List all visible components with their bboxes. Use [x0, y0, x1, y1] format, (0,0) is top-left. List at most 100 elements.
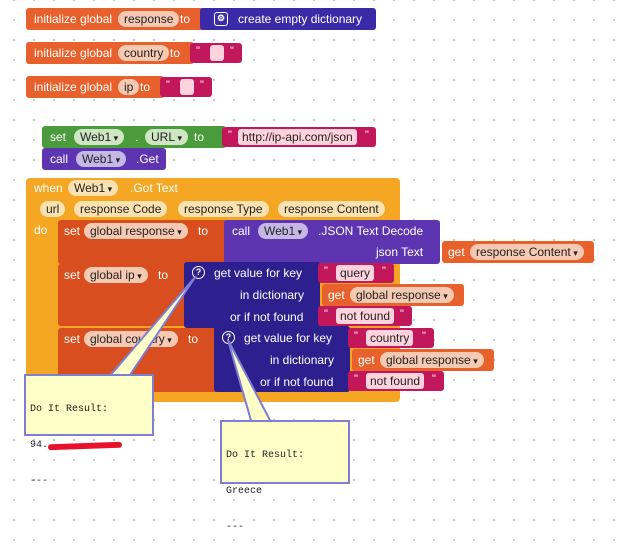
- get-global-response-block[interactable]: get global response: [352, 349, 494, 371]
- call-web1-get-block[interactable]: call Web1 .Get: [42, 148, 166, 170]
- component-dropdown[interactable]: Web1: [76, 151, 127, 167]
- set-keyword: set: [64, 224, 81, 238]
- to-label: to: [170, 46, 181, 60]
- call-keyword: call: [232, 224, 251, 238]
- call-keyword: call: [50, 152, 69, 166]
- dot-label: .: [135, 130, 139, 144]
- param-response-code[interactable]: response Code: [74, 201, 168, 217]
- variable-dropdown[interactable]: global response: [380, 352, 484, 368]
- property-dropdown[interactable]: URL: [145, 129, 189, 145]
- to-label: to: [198, 224, 209, 238]
- to-label: to: [188, 332, 199, 346]
- bubble-value: Greece: [226, 486, 263, 497]
- method-label: .Get: [136, 152, 159, 166]
- component-dropdown[interactable]: Web1: [68, 180, 119, 196]
- do-it-result-bubble-country: Do It Result: Greece ---: [220, 420, 350, 533]
- variable-name-field[interactable]: country: [118, 45, 170, 61]
- redaction-mark: [47, 441, 123, 451]
- bubble-separator: ---: [226, 522, 245, 533]
- to-label: to: [194, 130, 205, 144]
- key-string-field[interactable]: query: [336, 265, 375, 281]
- init-response-block[interactable]: initialize global response to: [26, 8, 204, 30]
- variable-dropdown[interactable]: global ip: [84, 267, 148, 283]
- set-keyword: set: [50, 130, 67, 144]
- do-keyword: do: [34, 223, 48, 237]
- bubble-title: Do It Result:: [226, 450, 305, 461]
- quote-close: ": [382, 265, 386, 277]
- set-keyword: set: [64, 268, 81, 282]
- init-country-block[interactable]: initialize global country to: [26, 42, 194, 64]
- dictionary-lookup-block[interactable]: ? get value for key in dictionary or if …: [184, 262, 320, 328]
- variable-dropdown[interactable]: response Content: [470, 244, 584, 260]
- key-string-block[interactable]: " country ": [348, 328, 434, 348]
- get-keyword: get: [328, 288, 345, 302]
- to-label: to: [140, 80, 151, 94]
- quote-close: ": [432, 373, 436, 385]
- quote-open: ": [324, 265, 328, 277]
- not-found-string-block[interactable]: " not found ": [318, 306, 412, 326]
- to-label: to: [180, 12, 191, 26]
- param-response-type[interactable]: response Type: [178, 201, 269, 217]
- quote-open: ": [354, 373, 358, 385]
- get-global-response-block[interactable]: get global response: [322, 284, 464, 306]
- dictionary-lookup-block[interactable]: ? get value for key in dictionary or if …: [214, 326, 350, 392]
- not-found-string-block[interactable]: " not found ": [348, 371, 444, 391]
- gear-icon[interactable]: ⚙: [214, 12, 228, 26]
- bubble-title: Do It Result:: [30, 404, 109, 415]
- variable-dropdown[interactable]: global response: [84, 223, 188, 239]
- set-keyword: set: [64, 332, 81, 346]
- empty-string-field[interactable]: [210, 45, 224, 61]
- variable-name-field[interactable]: ip: [118, 79, 140, 95]
- get-value-label: get value for key: [244, 331, 333, 345]
- quote-close: ": [400, 308, 404, 320]
- quote-close: ": [365, 129, 369, 141]
- get-keyword: get: [358, 353, 375, 367]
- variable-name-field[interactable]: response: [118, 11, 180, 27]
- event-name-label: .Got Text: [130, 181, 178, 195]
- init-ip-block[interactable]: initialize global ip to: [26, 76, 164, 98]
- get-value-label: get value for key: [214, 266, 303, 280]
- variable-dropdown[interactable]: global response: [350, 287, 454, 303]
- quote-open: ": [228, 129, 232, 141]
- component-dropdown[interactable]: Web1: [74, 129, 125, 145]
- get-keyword: get: [448, 245, 465, 259]
- quote-open: ": [196, 45, 200, 57]
- do-it-result-bubble-ip: Do It Result: 94. ---: [24, 374, 154, 487]
- key-string-block[interactable]: " query ": [318, 263, 394, 283]
- key-string-field[interactable]: country: [366, 330, 414, 346]
- method-label: .JSON Text Decode: [318, 224, 424, 238]
- set-web1-url-block[interactable]: set Web1 . URL to: [42, 126, 226, 148]
- create-empty-dictionary-block[interactable]: ⚙ create empty dictionary: [200, 8, 376, 30]
- not-found-string-field[interactable]: not found: [366, 373, 425, 389]
- quote-open: ": [166, 79, 170, 91]
- when-keyword: when: [34, 181, 63, 195]
- dictionary-label: create empty dictionary: [238, 12, 363, 26]
- param-response-content[interactable]: response Content: [278, 201, 385, 217]
- empty-string-block[interactable]: " ": [160, 77, 212, 97]
- url-string-block[interactable]: " http://ip-api.com/json ": [222, 127, 376, 147]
- bubble-value-text: 94.: [30, 440, 49, 451]
- set-global-ip-block[interactable]: set global ip to: [58, 264, 188, 326]
- json-text-decode-block[interactable]: call Web1 .JSON Text Decode json Text: [224, 220, 440, 264]
- init-keyword: initialize global: [34, 46, 113, 60]
- not-found-string-field[interactable]: not found: [336, 308, 395, 324]
- set-global-response-block[interactable]: set global response to: [58, 220, 228, 264]
- bubble-value: 94.: [30, 440, 148, 452]
- component-dropdown[interactable]: Web1: [258, 223, 309, 239]
- quote-close: ": [230, 45, 234, 57]
- empty-string-block[interactable]: " ": [190, 43, 242, 63]
- init-keyword: initialize global: [34, 80, 113, 94]
- param-url[interactable]: url: [40, 201, 66, 217]
- json-text-arg-label: json Text: [376, 245, 424, 259]
- quote-open: ": [354, 330, 358, 342]
- variable-dropdown[interactable]: global country: [84, 331, 178, 347]
- quote-close: ": [200, 79, 204, 91]
- to-label: to: [158, 268, 169, 282]
- help-icon[interactable]: ?: [192, 266, 205, 279]
- help-icon[interactable]: ?: [222, 331, 235, 344]
- or-if-not-found-label: or if not found: [260, 375, 334, 389]
- quote-open: ": [324, 308, 328, 320]
- url-string-field[interactable]: http://ip-api.com/json: [238, 129, 357, 145]
- empty-string-field[interactable]: [180, 79, 194, 95]
- get-response-content-block[interactable]: get response Content: [442, 241, 594, 263]
